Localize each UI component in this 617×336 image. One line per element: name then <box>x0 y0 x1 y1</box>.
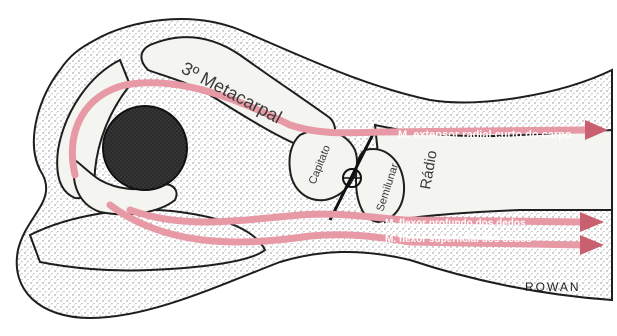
artist-signature: ROWAN <box>525 280 581 294</box>
extensor-muscle-label: M. extensor radial curto do carpo <box>398 129 572 141</box>
flexor-superficialis-label: M. flexor superficial dos dedos <box>385 234 532 245</box>
flexor-profundus-label: M. flexor profundo dos dedos <box>385 218 526 229</box>
gripped-ball <box>103 106 187 190</box>
